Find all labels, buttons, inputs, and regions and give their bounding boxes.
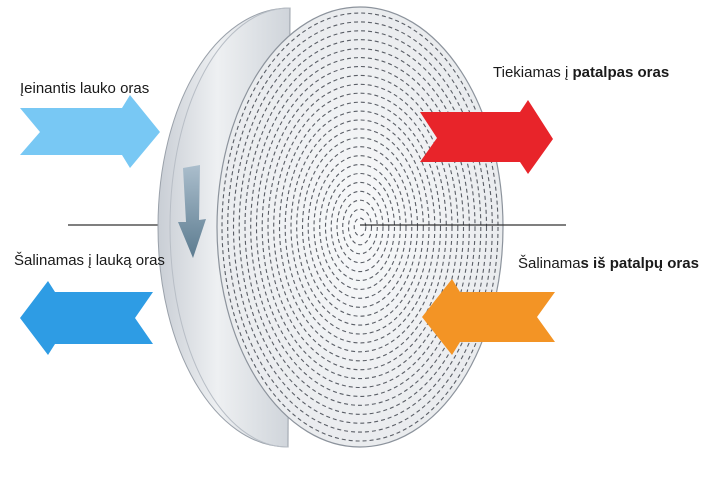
wheel-channel-ring (290, 119, 430, 335)
wheel-channel-ring (324, 172, 396, 282)
wheel-channel-ring (250, 57, 470, 397)
wheel-channel-ring (221, 12, 499, 442)
wheel-channel-ring (261, 74, 459, 380)
wheel-channel-ring (232, 30, 488, 424)
exhaust-outside-air-arrow (20, 281, 153, 355)
wheel-channel-ring (336, 190, 384, 264)
wheel-channel-ring (313, 155, 407, 299)
extract-air-label-bold: s iš patalpų oras (580, 255, 699, 272)
supply-air-arrow (420, 100, 553, 174)
wheel-channel-ring (244, 48, 476, 406)
wheel-face (216, 6, 504, 448)
incoming-outdoor-air-label: Įeinantis lauko oras (20, 80, 150, 97)
extract-air-arrow (422, 279, 555, 355)
wheel-channel-ring (238, 39, 482, 415)
exhaust-outside-air-label: Šalinamas į lauką oras (14, 252, 165, 269)
wheel-channel-ring (296, 128, 424, 326)
rotation-direction-arrow-icon (178, 165, 206, 258)
wheel-channel-ring (267, 83, 453, 371)
wheel-channel-ring (227, 21, 493, 433)
supply-air-label-prefix: Tiekiamas į (493, 64, 573, 81)
wheel-channel-ring (342, 199, 378, 255)
wheel-channels (221, 12, 499, 442)
wheel-channel-ring (347, 208, 373, 246)
extract-air-label-prefix: Šalinama (518, 255, 581, 272)
supply-air-label-bold: patalpas oras (572, 64, 670, 81)
wheel-channel-ring (301, 137, 419, 317)
wheel-channel-ring (330, 181, 390, 273)
wheel-channel-ring (307, 146, 413, 308)
wheel-rim-edge (169, 7, 291, 448)
wheel-channel-ring (319, 164, 401, 290)
wheel-channel-ring (273, 92, 447, 362)
wheel-channel-ring (353, 217, 367, 237)
wheel-channel-ring (284, 110, 436, 344)
wheel-channel-ring (278, 101, 442, 353)
wheel-channel-ring (255, 65, 465, 389)
incoming-outdoor-air-arrow (20, 95, 160, 168)
extract-air-label: Šalinamas iš patalpų oras (518, 255, 699, 273)
supply-air-label: Tiekiamas į patalpas oras (493, 64, 669, 82)
